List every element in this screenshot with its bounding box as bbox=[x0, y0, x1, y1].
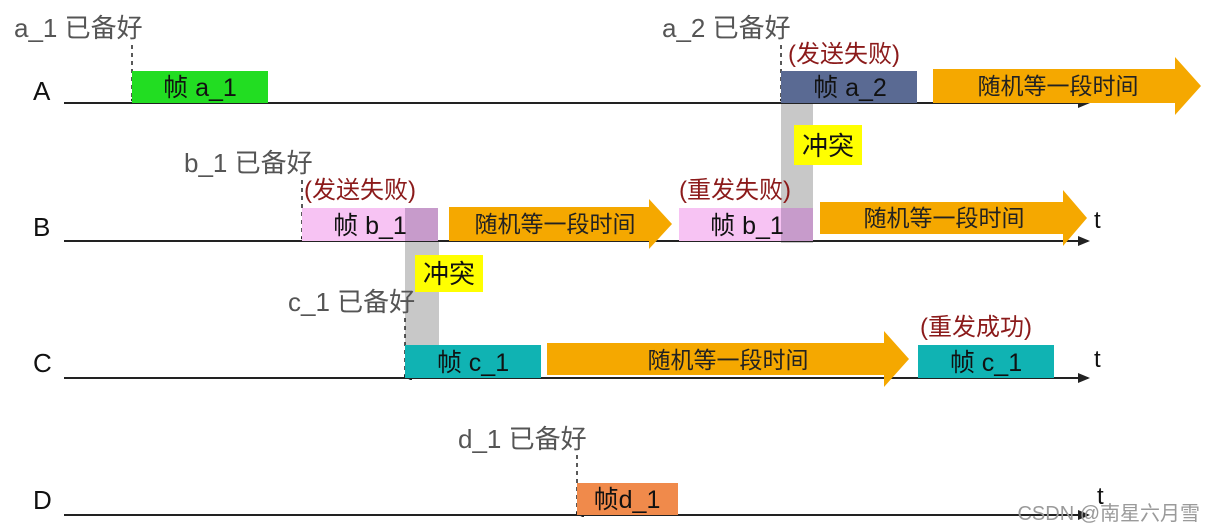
watermark: CSDN @南星六月雪 bbox=[1017, 502, 1200, 525]
ready-label-b1: b_1 已备好 bbox=[184, 148, 313, 178]
collision-label-bc: 冲突 bbox=[423, 259, 475, 289]
backoff-label-c: 随机等一段时间 bbox=[648, 347, 809, 373]
row-d-label: D bbox=[33, 485, 52, 515]
frame-b1-second-label: 帧 b_1 bbox=[710, 212, 784, 240]
row-d: D t d_1 已备好 帧d_1 bbox=[33, 424, 1104, 520]
row-d-time-label: t bbox=[1097, 483, 1104, 510]
backoff-arrow-b1 bbox=[449, 199, 672, 249]
status-b1-refail: (重发失败) bbox=[679, 177, 791, 204]
row-b-time-label: t bbox=[1094, 207, 1101, 234]
row-c: C t c_1 已备好 帧 c_1 随机等一段时间 (重发成功) 帧 c_1 bbox=[33, 287, 1101, 387]
row-b: B t b_1 已备好 (发送失败) 帧 b_1 随机等一段时间 (重发失败) … bbox=[33, 148, 1101, 292]
ready-label-d1: d_1 已备好 bbox=[458, 424, 587, 454]
status-b1-fail: (发送失败) bbox=[304, 177, 416, 204]
collision-label-bc-bg bbox=[415, 255, 483, 292]
row-c-label: C bbox=[33, 348, 52, 378]
frame-c1-second bbox=[918, 345, 1054, 378]
frame-c1-first-label: 帧 c_1 bbox=[437, 349, 509, 377]
row-a: A a_1 已备好 帧 a_1 a_2 已备好 (发送失败) 帧 a_2 随机等… bbox=[14, 13, 1201, 165]
status-a2-fail: (发送失败) bbox=[788, 41, 900, 68]
frame-d1-label: 帧d_1 bbox=[594, 486, 661, 514]
backoff-label-b1: 随机等一段时间 bbox=[475, 211, 636, 237]
status-c1-success: (重发成功) bbox=[920, 314, 1032, 341]
frame-b1-first-overlap bbox=[405, 208, 438, 241]
collision-label-ab: 冲突 bbox=[802, 131, 854, 161]
frame-a1-label: 帧 a_1 bbox=[163, 74, 237, 102]
backoff-arrow-b2 bbox=[820, 190, 1087, 246]
ready-label-c1: c_1 已备好 bbox=[288, 287, 415, 317]
collision-label-ab-bg bbox=[794, 125, 862, 165]
frame-a1 bbox=[132, 71, 268, 103]
backoff-arrow-c bbox=[547, 331, 909, 387]
frame-a2-label: 帧 a_2 bbox=[813, 74, 887, 102]
backoff-label-a: 随机等一段时间 bbox=[978, 73, 1139, 99]
frame-b1-first-label: 帧 b_1 bbox=[333, 212, 407, 240]
frame-b1-second-overlap bbox=[781, 208, 813, 241]
backoff-arrow-a bbox=[933, 57, 1201, 115]
row-a-label: A bbox=[33, 76, 51, 106]
row-b-label: B bbox=[33, 212, 50, 242]
frame-d1 bbox=[577, 483, 678, 515]
row-c-time-label: t bbox=[1094, 346, 1101, 373]
frame-c1-first bbox=[405, 345, 541, 378]
ready-label-a2: a_2 已备好 bbox=[662, 13, 791, 43]
frame-a2 bbox=[781, 71, 917, 103]
ready-label-a1: a_1 已备好 bbox=[14, 13, 143, 43]
frame-c1-second-label: 帧 c_1 bbox=[950, 349, 1022, 377]
backoff-label-b2: 随机等一段时间 bbox=[864, 205, 1025, 231]
